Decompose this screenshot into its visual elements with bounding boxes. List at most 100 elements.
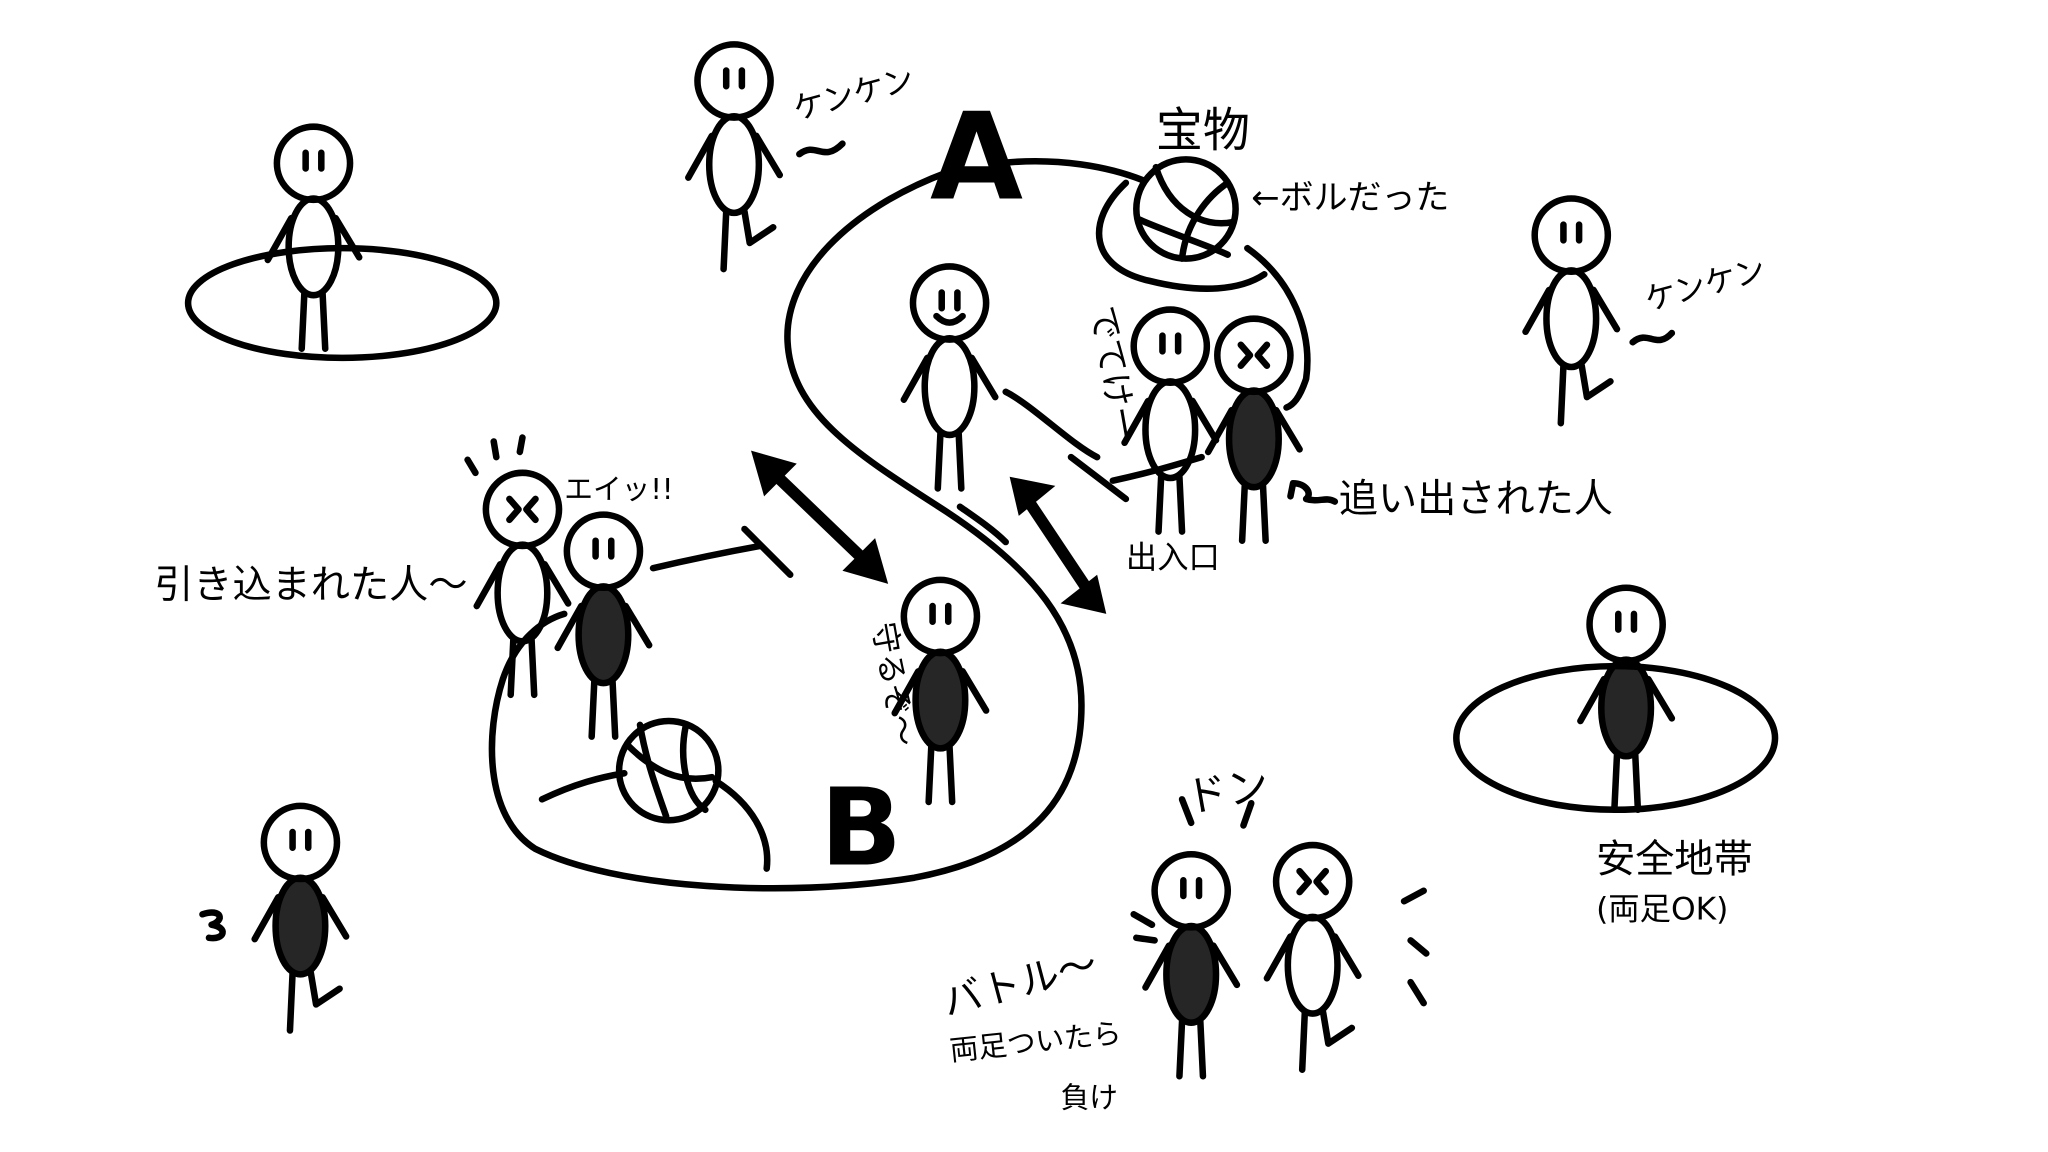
body (1284, 913, 1341, 1017)
body (1163, 922, 1220, 1026)
body (921, 335, 978, 439)
head (1130, 306, 1211, 386)
legs (934, 430, 965, 492)
face (1560, 221, 1583, 244)
arms (1263, 933, 1362, 982)
head (694, 41, 774, 121)
head (1531, 195, 1612, 275)
player-battle-right (1263, 841, 1362, 1073)
face (929, 602, 952, 625)
face (289, 828, 312, 851)
player-a-smiling (900, 263, 999, 492)
stick-figures (251, 41, 1676, 1080)
arms (251, 894, 350, 943)
head (482, 469, 563, 550)
head (273, 123, 354, 204)
face (933, 289, 966, 326)
battle-label: バトル〜 (938, 941, 1102, 1025)
head (260, 802, 341, 883)
s-court-outline (488, 158, 1311, 892)
pointer-squiggle-icon (1287, 479, 1339, 505)
body (494, 541, 551, 645)
arms (1121, 397, 1220, 447)
arms (264, 214, 363, 264)
player-bottom-left (251, 802, 350, 1034)
head (1272, 841, 1353, 922)
entrance-arrow-left (751, 450, 889, 584)
body (285, 195, 342, 299)
head (563, 511, 644, 592)
head (1151, 850, 1232, 931)
face (302, 149, 325, 172)
zone-a-label: A (930, 88, 1023, 228)
face (1180, 877, 1203, 900)
player-pulled-in (473, 469, 572, 699)
body (1225, 387, 1282, 491)
body (912, 648, 969, 752)
player-b-defender (891, 576, 990, 806)
get-out-label: でてけー (1082, 303, 1145, 444)
legs (1155, 473, 1186, 535)
eii-label: エイッ!! (564, 472, 673, 506)
was-ball-label: ←ボルだった (1251, 178, 1449, 218)
legs (1176, 1018, 1207, 1080)
body (272, 874, 329, 978)
body (575, 583, 632, 687)
head (900, 576, 981, 657)
face (592, 537, 615, 560)
battle-rule-line2: 負け (1061, 1081, 1118, 1115)
arms (900, 354, 999, 403)
legs (720, 208, 777, 273)
hop-label-top: ケンケン (789, 61, 918, 128)
safe-zone-left (184, 244, 500, 362)
arms (685, 132, 784, 181)
body (705, 112, 763, 217)
player-a-pusher (1121, 306, 1220, 535)
face (1296, 867, 1329, 896)
arms (1577, 675, 1676, 725)
safe-zone-label: 安全地帯 (1596, 837, 1753, 882)
treasure-label: 宝物 (1156, 103, 1250, 158)
head (909, 263, 990, 343)
entrance-label: 出入口 (1126, 540, 1220, 576)
legs (507, 636, 538, 699)
legs (1298, 1008, 1356, 1073)
battle-rule-line1: 両足ついたら (948, 1016, 1123, 1068)
legs (298, 290, 329, 352)
head (1586, 584, 1666, 665)
legs (588, 678, 619, 740)
player-battle-left (1142, 850, 1241, 1080)
arms (473, 560, 572, 610)
face (1159, 332, 1182, 355)
safe-zone-rule-label: (両足OK) (1596, 892, 1728, 928)
player-kicked-out (1204, 315, 1303, 544)
player-hopping-top (685, 41, 784, 273)
body (1598, 656, 1655, 760)
legs (925, 743, 956, 806)
arms (554, 602, 653, 652)
hop-label-right: ケンケン (1641, 252, 1770, 319)
treasure-b (538, 717, 771, 872)
player-b-puller (554, 511, 653, 740)
arms (1522, 286, 1621, 336)
arms (1142, 942, 1241, 991)
head (1214, 315, 1294, 396)
kicked-out-person-label: 追い出された人 (1339, 477, 1613, 522)
zone-b-label: B (820, 767, 902, 891)
legs (286, 969, 343, 1034)
treasure-a (1096, 156, 1268, 292)
face (722, 67, 746, 90)
entrance-arrow-right (1009, 476, 1107, 614)
player-left-safe-zone (264, 123, 363, 352)
action-lines (199, 140, 1676, 1007)
face (1615, 610, 1638, 633)
arms (1204, 406, 1303, 456)
player-right-safe-zone (1577, 584, 1676, 814)
pulled-in-person-label: 引き込まれた人〜 (154, 563, 467, 608)
don-label: ドン (1182, 759, 1273, 822)
body (1543, 267, 1600, 371)
legs (1557, 362, 1614, 427)
legs (1611, 751, 1642, 814)
player-hopping-right (1522, 195, 1621, 427)
